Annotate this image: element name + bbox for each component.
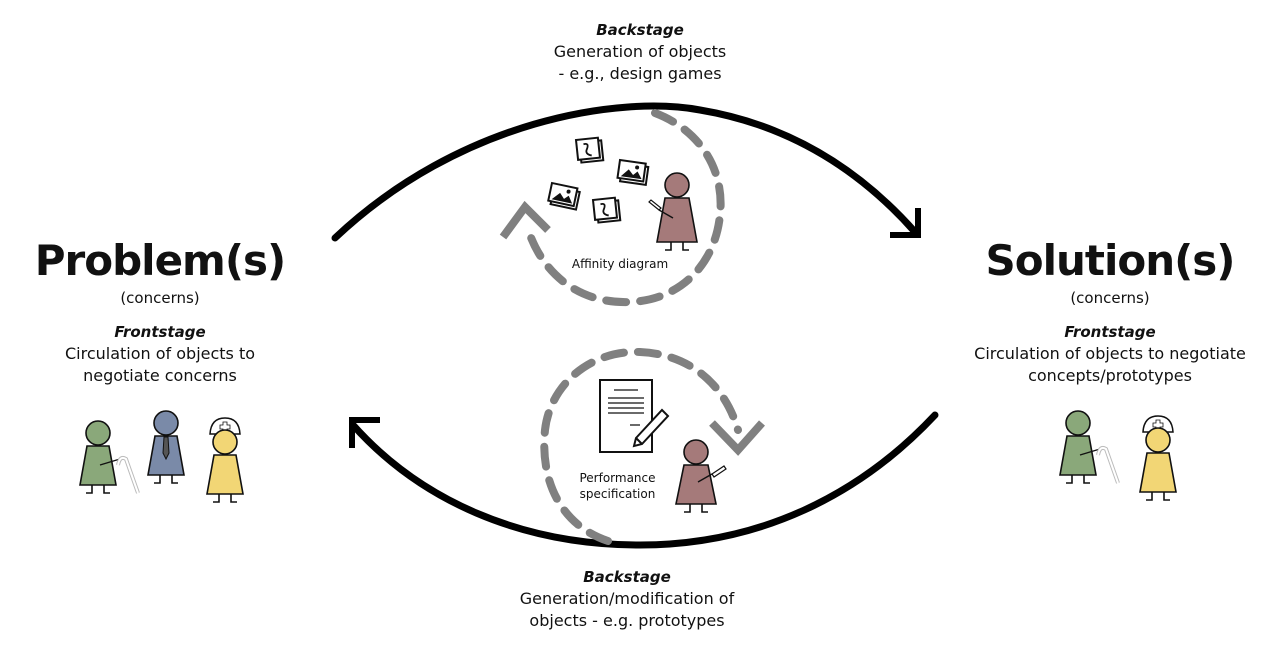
sticky-note-icon [591, 196, 622, 224]
top-stage-label: Backstage [596, 21, 684, 39]
bottom-backstage-text: Backstage Generation/modification of obj… [477, 567, 777, 632]
problem-desc-line2: negotiate concerns [83, 366, 237, 385]
elderly-person-figure [79, 420, 140, 494]
top-arrow [331, 102, 921, 242]
affinity-diagram-label: Affinity diagram [571, 257, 669, 271]
problem-title: Problem(s) [34, 236, 286, 285]
pen-icon [648, 199, 662, 211]
top-loop-arrowhead [499, 200, 551, 240]
performance-label-line1: Performance [579, 471, 656, 485]
solution-title: Solution(s) [985, 236, 1235, 285]
problem-subtitle: (concerns) [120, 289, 200, 307]
business-person-figure [147, 410, 185, 484]
top-arrow-curve [331, 102, 919, 242]
solution-desc-line2: concepts/prototypes [1028, 366, 1192, 385]
sticky-note-icon [574, 136, 605, 164]
bottom-loop-arrowhead [709, 420, 765, 456]
designer-figure-top [648, 172, 698, 251]
bottom-arrow [349, 411, 939, 549]
nurse-figure [1139, 415, 1177, 501]
top-dashed-loop [499, 109, 725, 307]
bottom-stage-label: Backstage [583, 568, 671, 586]
performance-specification-label: Performance specification [560, 470, 675, 502]
designer-figure-bottom [675, 439, 727, 513]
nurse-figure [206, 417, 244, 503]
solution-block: Solution(s) (concerns) Frontstage Circul… [955, 238, 1265, 387]
photo-stack-icon [616, 158, 650, 186]
top-desc-line2: - e.g., design games [558, 64, 722, 83]
document-with-pencil-icon [599, 379, 670, 453]
tie-icon [162, 436, 170, 461]
problem-desc-line1: Circulation of objects to [64, 344, 256, 363]
top-desc-line1: Generation of objects [553, 42, 727, 61]
elderly-person-figure [1059, 410, 1120, 484]
solution-subtitle: (concerns) [1070, 289, 1150, 307]
top-arrow-head [890, 208, 921, 238]
solution-stage-label: Frontstage [1064, 323, 1156, 341]
bottom-desc-line2: objects - e.g. prototypes [529, 611, 725, 630]
performance-label-line2: specification [579, 487, 656, 501]
bottom-dashed-loop [540, 347, 765, 545]
solution-desc-line1: Circulation of objects to negotiate [974, 344, 1246, 363]
bottom-arrow-head [349, 417, 380, 448]
pen-icon [711, 465, 727, 478]
problem-stage-label: Frontstage [114, 323, 206, 341]
bottom-arrow-curve [349, 411, 939, 549]
top-backstage-text: Backstage Generation of objects - e.g., … [490, 20, 790, 85]
problem-block: Problem(s) (concerns) Frontstage Circula… [10, 238, 310, 387]
photo-stack-icon [547, 181, 581, 211]
bottom-desc-line1: Generation/modification of [519, 589, 735, 608]
